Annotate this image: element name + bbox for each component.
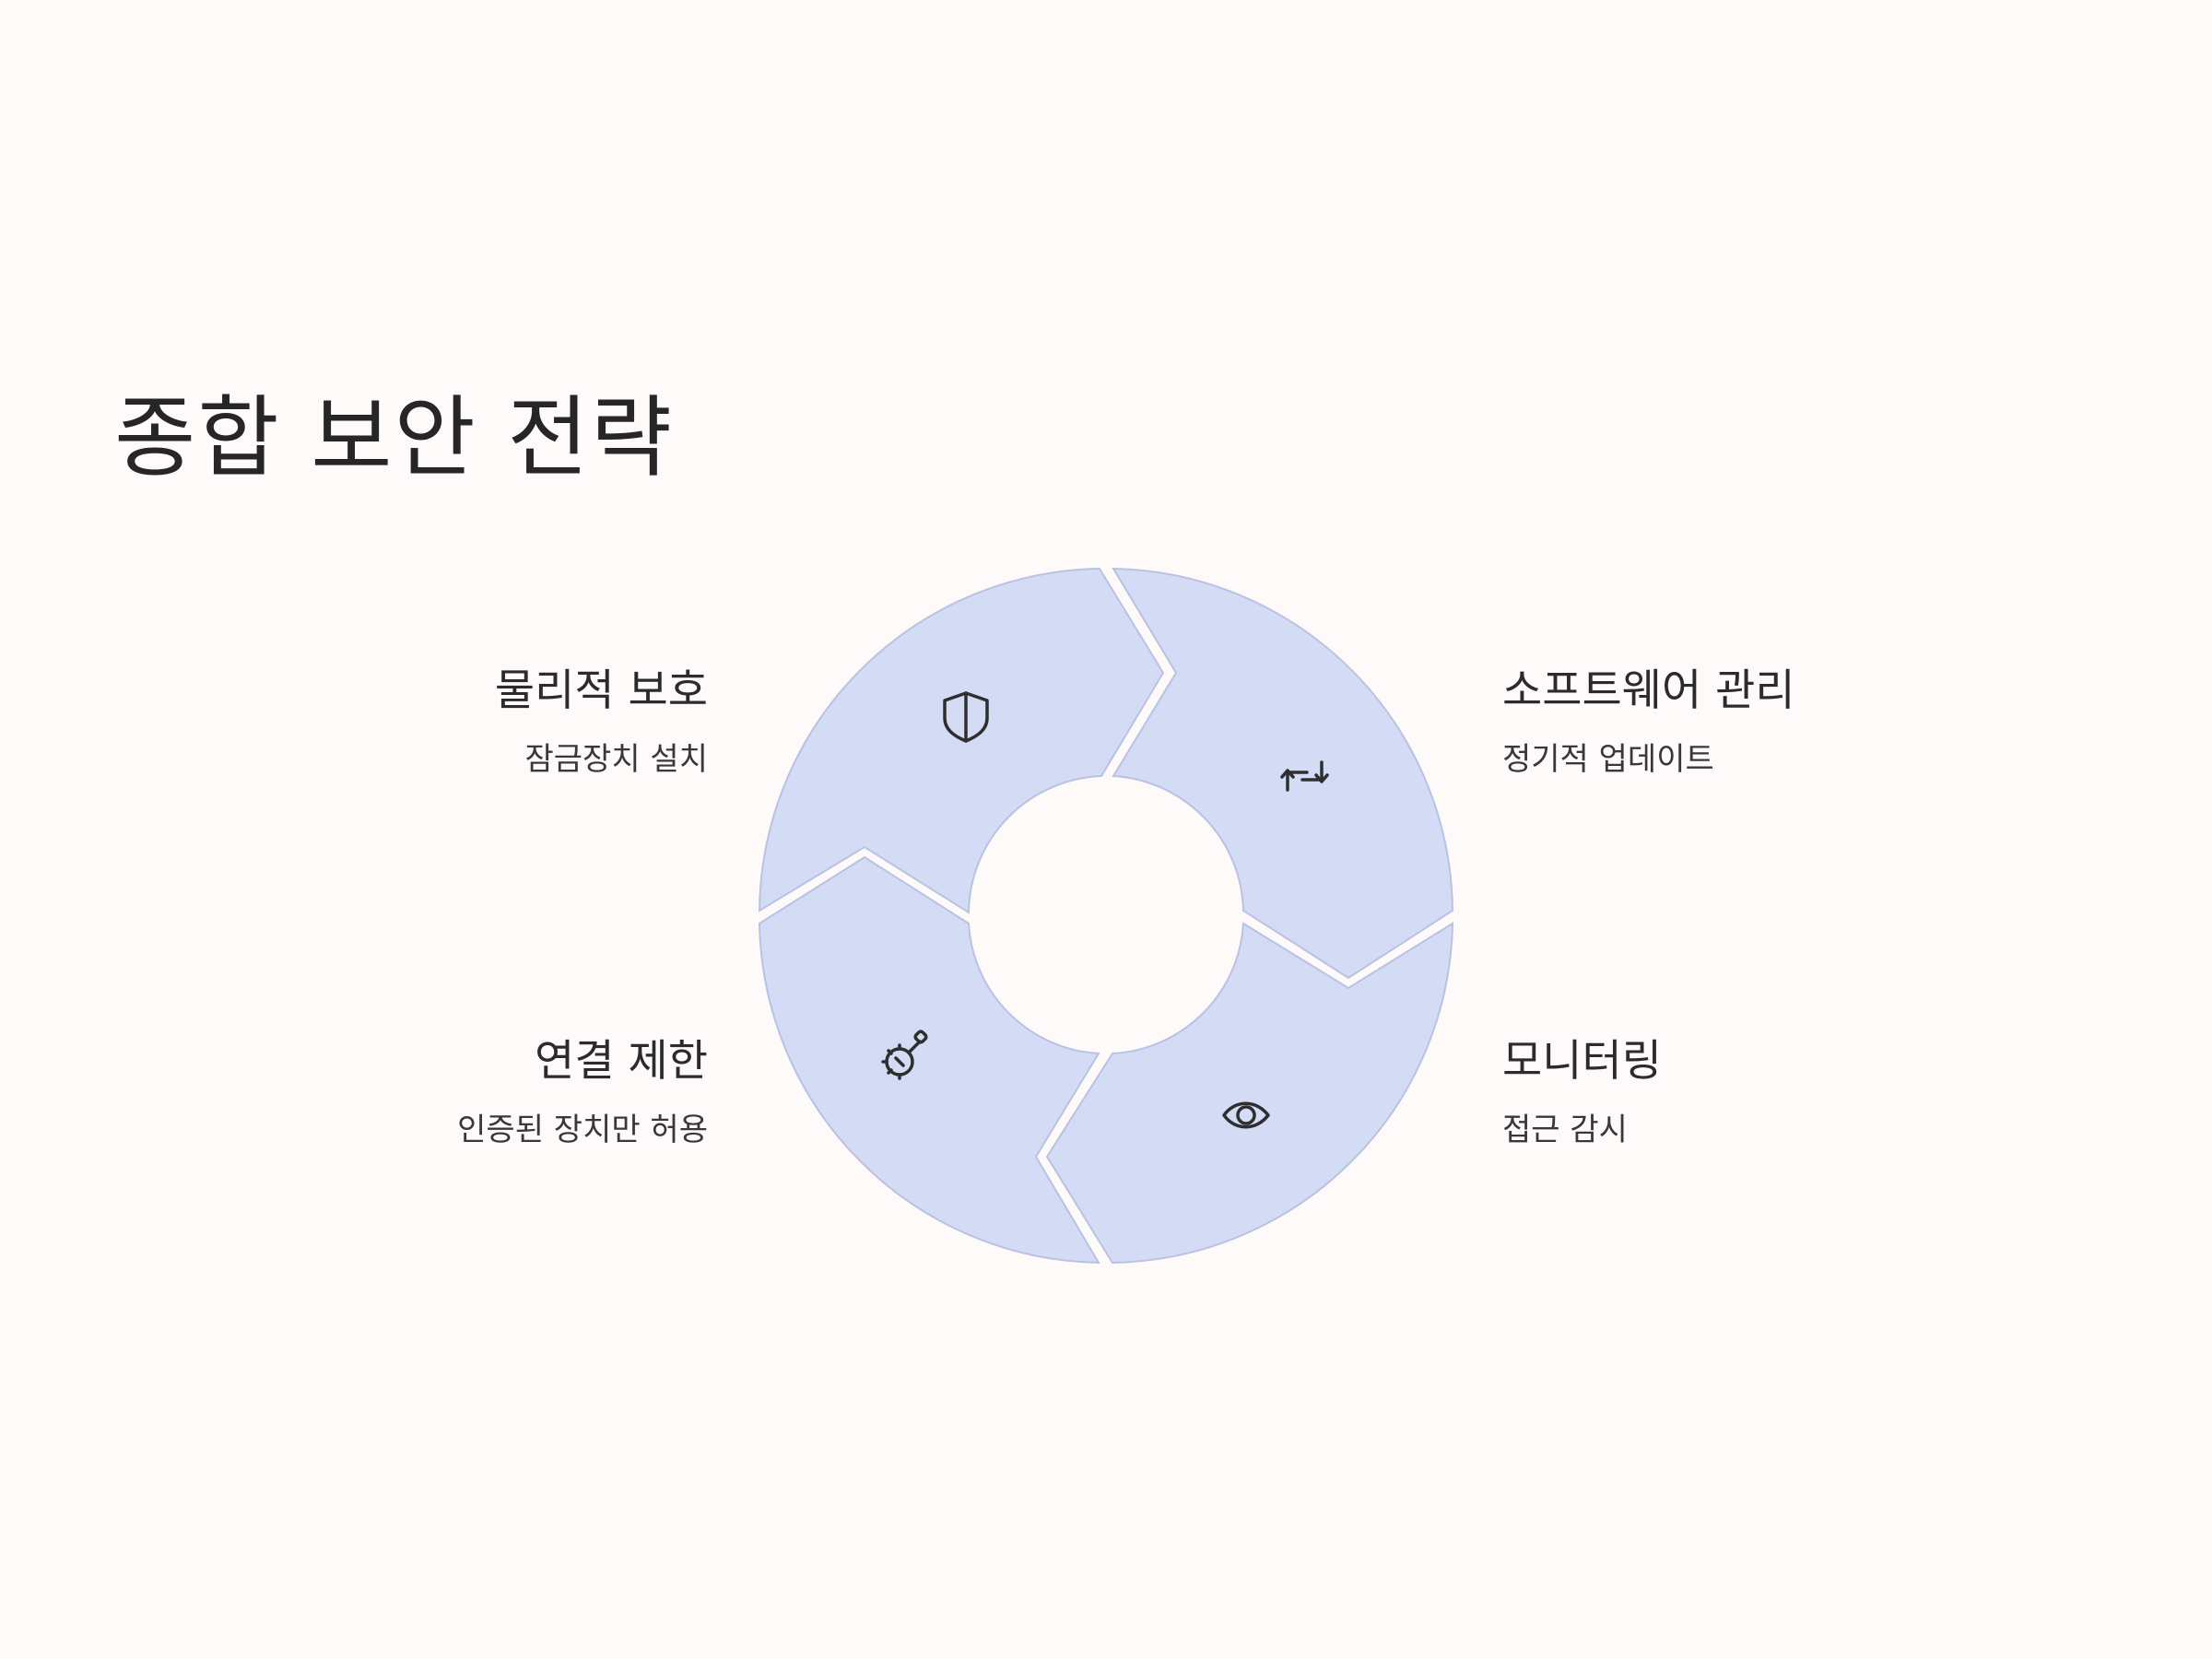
item-heading: 물리적 보호 [494, 665, 708, 716]
segment-monitoring [1045, 922, 1454, 1265]
item-heading: 소프트웨어 관리 [1502, 665, 1795, 716]
shield-icon [943, 691, 989, 743]
item-heading: 연결 제한 [535, 1036, 708, 1087]
segment-connection-restriction [758, 855, 1100, 1265]
item-monitoring: 모니터링 접근 감시 [1502, 1036, 1662, 1149]
item-physical-protection: 물리적 보호 잠금장치 설치 [495, 665, 708, 779]
refresh-arrows-icon [1280, 760, 1329, 792]
item-heading: 모니터링 [1502, 1036, 1662, 1087]
segment-software-management [1112, 567, 1454, 980]
connection-plug-icon [881, 1030, 928, 1080]
page-title: 종합 보안 전략 [114, 386, 674, 489]
eye-icon [1222, 1101, 1270, 1129]
item-connection-restriction: 연결 제한 인증된 장치만 허용 [457, 1036, 708, 1149]
item-description: 정기적 업데이트 [1502, 741, 1714, 779]
item-description: 접근 감시 [1502, 1112, 1628, 1149]
item-software-management: 소프트웨어 관리 정기적 업데이트 [1502, 665, 1795, 779]
item-description: 잠금장치 설치 [524, 741, 709, 779]
item-description: 인증된 장치만 허용 [457, 1112, 708, 1149]
